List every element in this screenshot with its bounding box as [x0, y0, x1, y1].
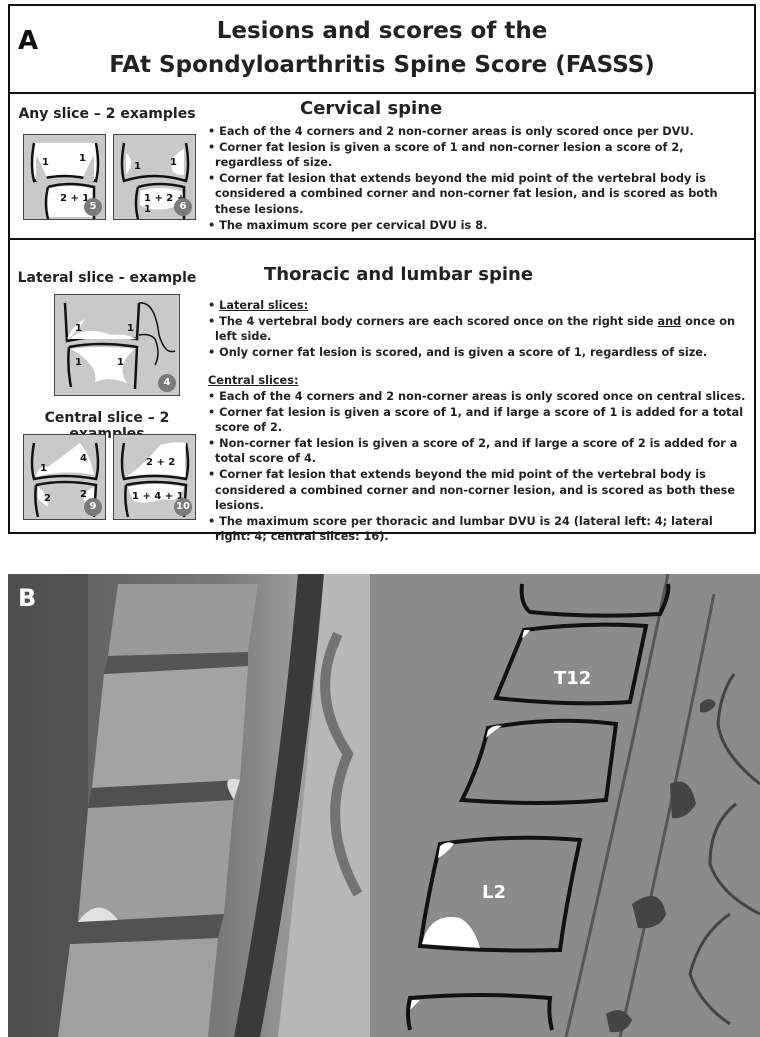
- thoracic-heading: Thoracic and lumbar spine: [264, 264, 533, 285]
- central-example-2: 2 + 2 1 + 4 + 1 10: [113, 434, 196, 520]
- score-label: 1: [75, 323, 82, 334]
- central-example-1: 1 4 2 2 9: [23, 434, 106, 520]
- lateral-title-text: Lateral slices:: [219, 299, 308, 312]
- rule-text: • Corner fat lesion that extends beyond …: [208, 171, 750, 218]
- score-label: 1: [75, 357, 82, 368]
- score-label: 1: [117, 357, 124, 368]
- score-label: 1: [134, 161, 141, 172]
- score-label: 2 + 2: [146, 457, 175, 468]
- example-badge: 6: [174, 198, 192, 216]
- rule-part: • The 4 vertebral body corners are each …: [208, 315, 657, 328]
- score-label: 1: [42, 157, 49, 168]
- vertebra-label-t12: T12: [554, 668, 591, 689]
- rule-text: • Each of the 4 corners and 2 non-corner…: [208, 389, 750, 405]
- score-label: 4: [80, 453, 87, 464]
- rule-text: • The 4 vertebral body corners are each …: [208, 314, 750, 345]
- lateral-example: 1 1 1 1 4: [54, 294, 180, 396]
- rule-text: • The maximum score per cervical DVU is …: [208, 218, 750, 234]
- title-line-1: Lesions and scores of the: [10, 18, 754, 44]
- panel-a: A Lesions and scores of the FAt Spondylo…: [8, 4, 756, 534]
- thoracic-row: Lateral slice - example Thoracic and lum…: [10, 238, 754, 532]
- cervical-row: Any slice – 2 examples Cervical spine 1 …: [10, 92, 754, 238]
- cervical-example-1: 1 1 2 + 1 5: [23, 134, 106, 220]
- cervical-example-2: 1 1 1 + 2 + 1 6: [113, 134, 196, 220]
- panel-b: B T12 L2: [8, 574, 760, 1037]
- cervical-caption: Any slice – 2 examples: [12, 106, 202, 122]
- rule-text: • Only corner fat lesion is scored, and …: [208, 345, 750, 361]
- title-row: A Lesions and scores of the FAt Spondylo…: [10, 6, 754, 92]
- panel-b-letter: B: [18, 584, 36, 612]
- rule-text: • Corner fat lesion that extends beyond …: [208, 467, 750, 514]
- thoracic-rules: • Lateral slices: • The 4 vertebral body…: [208, 298, 750, 545]
- score-label: 1: [40, 463, 47, 474]
- rule-text: • Corner fat lesion is given a score of …: [208, 140, 750, 171]
- score-label: 1: [127, 323, 134, 334]
- rule-part-and: and: [657, 315, 681, 328]
- score-label: 1: [170, 157, 177, 168]
- lateral-slices-title: • Lateral slices:: [208, 298, 750, 314]
- score-label: 2: [44, 493, 51, 504]
- lateral-caption: Lateral slice - example: [12, 270, 202, 286]
- central-slices-title: Central slices:: [208, 373, 750, 389]
- rule-text: • Non-corner fat lesion is given a score…: [208, 436, 750, 467]
- rule-text: • Corner fat lesion is given a score of …: [208, 405, 750, 436]
- rule-text: • The maximum score per thoracic and lum…: [208, 514, 750, 545]
- score-label: 2: [80, 489, 87, 500]
- rule-text: • Each of the 4 corners and 2 non-corner…: [208, 124, 750, 140]
- example-badge: 5: [84, 198, 102, 216]
- title-line-2: FAt Spondyloarthritis Spine Score (FASSS…: [10, 52, 754, 78]
- score-label: 1: [79, 153, 86, 164]
- example-badge: 9: [84, 498, 102, 516]
- mri-image: [8, 574, 370, 1037]
- vertebra-label-l2: L2: [482, 882, 506, 903]
- cervical-rules: • Each of the 4 corners and 2 non-corner…: [208, 124, 750, 233]
- vertebra-diagram: [370, 574, 760, 1037]
- example-badge: 4: [158, 374, 176, 392]
- example-badge: 10: [174, 498, 192, 516]
- cervical-heading: Cervical spine: [300, 98, 442, 119]
